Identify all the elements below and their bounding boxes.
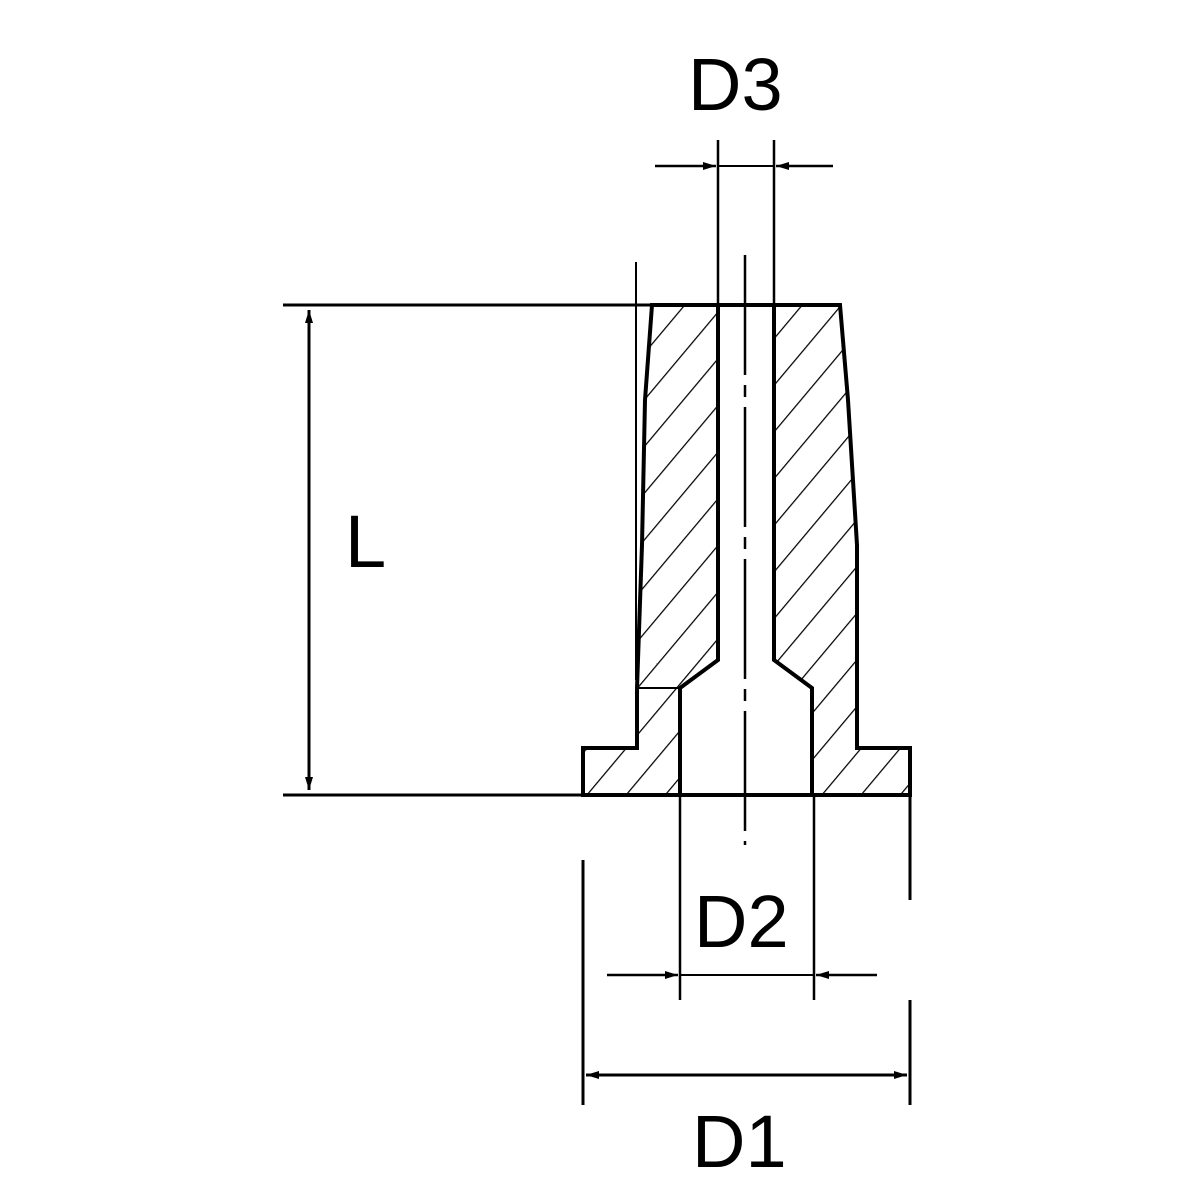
label-l: L bbox=[345, 500, 387, 583]
label-d1: D1 bbox=[692, 1100, 787, 1183]
label-d2: D2 bbox=[694, 880, 789, 963]
part-section bbox=[581, 303, 912, 797]
label-d3: D3 bbox=[688, 43, 783, 126]
